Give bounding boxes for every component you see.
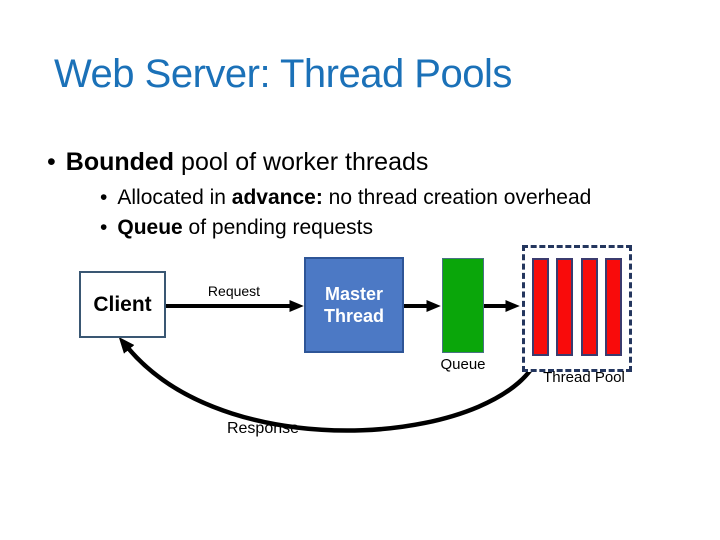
client-box: Client [79,271,166,338]
thread-pool-box [522,245,632,372]
thread-pool-label: Thread Pool [543,369,625,386]
slide-title: Web Server: Thread Pools [54,52,512,96]
bullet-icon: • [100,186,108,209]
bullet-sub1-post: no thread creation overhead [322,186,592,209]
bullet-sub-advance: • Allocated in advance: no thread creatio… [100,186,591,209]
bullet-sub2-bold: Queue [117,216,183,239]
bullet-sub1-bold: advance: [231,186,323,209]
worker-thread-bar [556,258,574,356]
bullet-icon: • [100,216,108,239]
worker-thread-bar [532,258,549,356]
client-label: Client [93,292,152,316]
bullet-main: • Bounded pool of worker threads [47,149,428,176]
response-label: Response [226,420,300,437]
worker-thread-bar [604,258,622,356]
request-label: Request [207,283,261,299]
bullet-sub-queue: • Queue of pending requests [100,216,373,239]
bullet-main-bold: Bounded [65,148,175,176]
bullet-icon: • [47,148,56,176]
queue-box [442,258,484,353]
queue-label: Queue [440,356,486,373]
bullet-main-rest: pool of worker threads [174,148,429,176]
bullet-sub2-post: of pending requests [182,216,374,239]
worker-thread-bar [580,258,598,356]
bullet-sub1-pre: Allocated in [117,186,232,209]
